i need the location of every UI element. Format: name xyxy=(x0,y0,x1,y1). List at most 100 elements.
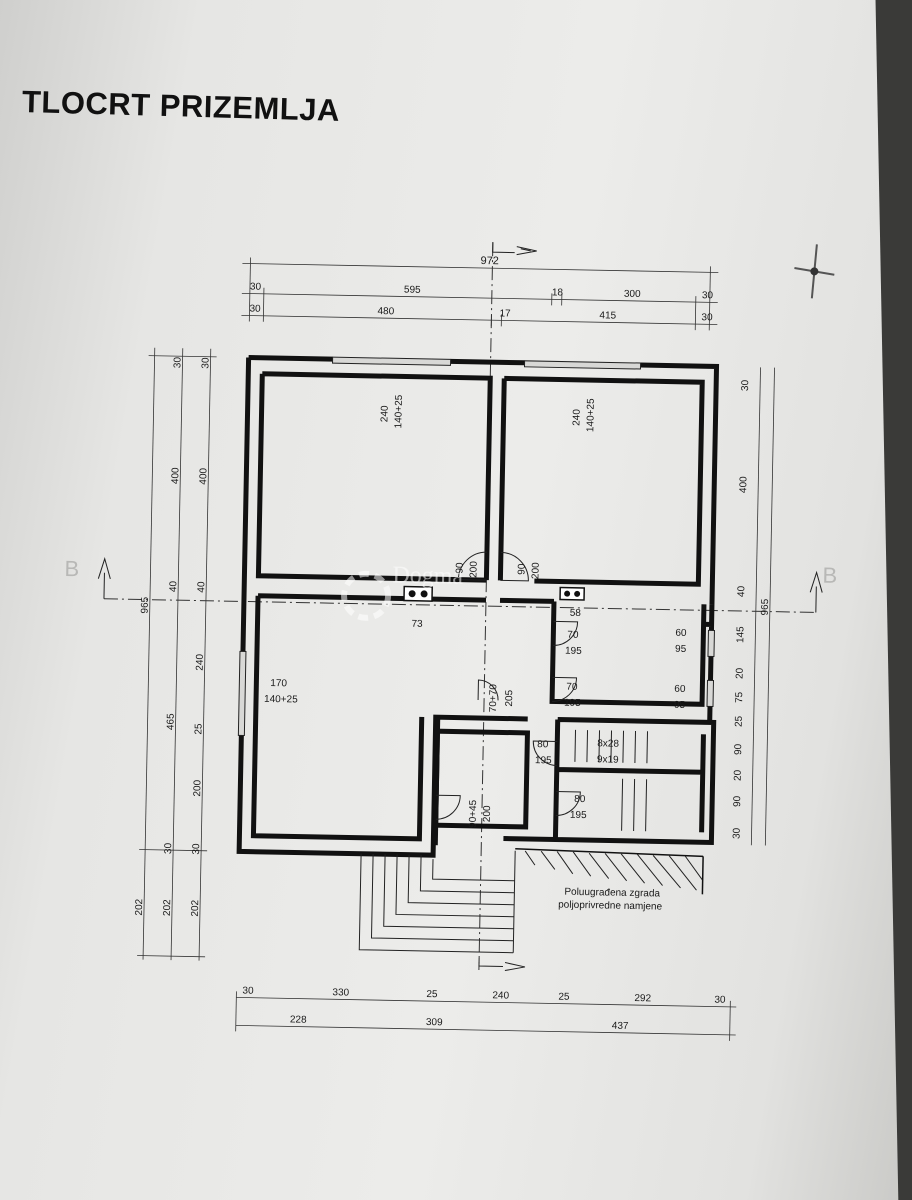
dim-left-a2: 400 xyxy=(170,467,181,484)
label-door-k1-h: 195 xyxy=(565,646,582,657)
label-win-living-h: 140+25 xyxy=(264,694,298,706)
right-dimensions: 965 30 400 40 145 20 75 25 90 20 90 30 xyxy=(731,367,775,846)
dim-left-a4: 465 xyxy=(165,713,176,730)
label-door-room2-h: 200 xyxy=(530,562,541,579)
dim-top-1: 30 xyxy=(250,282,262,293)
label-door-room2-w: 90 xyxy=(516,563,527,575)
label-stairs-risers: 9x19 xyxy=(597,754,619,765)
dim-left-overall: 965 xyxy=(140,596,151,613)
label-door-hall-w: 70+70 xyxy=(488,684,500,713)
dim-right-1: 30 xyxy=(740,379,751,391)
dim-bottom-2: 330 xyxy=(332,987,349,998)
section-label-right: B xyxy=(822,563,837,588)
dim-left-a6: 202 xyxy=(162,899,173,916)
label-door-k2-h: 195 xyxy=(564,698,581,709)
dim-right-3: 40 xyxy=(736,585,747,597)
stairs xyxy=(574,729,649,832)
dim-bottom-10: 437 xyxy=(612,1021,629,1032)
neighbor-note-line1: Poluugrađena zgrada xyxy=(564,887,660,900)
bottom-dimensions: 30 330 25 240 25 292 30 228 309 437 xyxy=(235,986,737,1041)
dim-top-7: 480 xyxy=(377,306,394,317)
dim-bottom-7: 30 xyxy=(714,995,726,1006)
section-arrow-bottom xyxy=(478,958,503,968)
left-dimensions: 965 202 30 400 40 465 30 202 30 400 40 2… xyxy=(134,347,217,961)
dim-top-3: 18 xyxy=(552,287,564,298)
label-door-s1-h: 195 xyxy=(535,755,552,766)
dim-overall-top: 972 xyxy=(480,255,499,267)
dim-bottom-4: 240 xyxy=(492,990,509,1001)
label-stairs-treads: 8x28 xyxy=(597,738,619,749)
dim-left-c: 202 xyxy=(134,898,145,915)
label-misc-58: 58 xyxy=(570,608,582,619)
dim-right-2: 400 xyxy=(738,476,749,493)
label-door-s1-w: 80 xyxy=(537,739,549,750)
dim-left-b2: 400 xyxy=(198,467,209,484)
section-axis-horizontal xyxy=(103,598,816,613)
label-door-k2-w: 70 xyxy=(566,682,578,693)
dim-bottom-9: 309 xyxy=(426,1017,443,1028)
label-door-entry-w: 90+45 xyxy=(468,799,480,828)
section-arrow-right xyxy=(809,570,823,613)
dim-right-5: 20 xyxy=(735,667,746,679)
dim-left-a5: 30 xyxy=(163,842,174,854)
dim-right-7: 25 xyxy=(734,715,745,727)
dim-top-10: 30 xyxy=(701,312,713,323)
section-label-left: B xyxy=(64,556,79,581)
dim-right-10: 90 xyxy=(732,795,743,807)
dim-left-a3: 40 xyxy=(168,580,179,592)
neighbor-note-line2: poljoprivredne namjene xyxy=(558,900,663,913)
dim-right-8: 90 xyxy=(733,743,744,755)
label-door-hall-h: 205 xyxy=(504,689,515,706)
label-door-s2-w: 80 xyxy=(574,794,586,805)
dim-right-9: 20 xyxy=(733,769,744,781)
dim-left-b6: 200 xyxy=(192,779,203,796)
dim-left-b4: 240 xyxy=(195,653,206,670)
dim-bottom-5: 25 xyxy=(558,992,570,1003)
section-arrow-left xyxy=(97,557,111,599)
dim-top-6: 30 xyxy=(249,304,261,315)
dim-left-b3: 40 xyxy=(196,581,207,593)
label-win-k2-h: 95 xyxy=(674,700,686,711)
north-arrow-icon xyxy=(794,244,835,299)
label-win-room1-w: 240 xyxy=(379,405,390,422)
dim-top-5: 30 xyxy=(702,290,714,301)
dim-right-11: 30 xyxy=(731,827,742,839)
watermark-text: Dogma xyxy=(392,562,463,589)
label-win-room2-h: 140+25 xyxy=(585,398,597,432)
top-dimensions: 972 30 595 18 300 30 30 480 17 415 30 xyxy=(241,255,719,331)
window-room2 xyxy=(523,360,642,370)
label-win-room2-w: 240 xyxy=(571,409,582,426)
neighbor-building-hatch xyxy=(515,847,704,895)
label-win-living-w: 170 xyxy=(270,678,287,689)
opening-labels: 240 140+25 240 140+25 170 140+25 90 200 … xyxy=(264,394,687,828)
dim-left-b7: 30 xyxy=(191,843,202,855)
entrance-steps xyxy=(358,850,516,954)
dim-left-b8: 202 xyxy=(190,899,201,916)
window-room1 xyxy=(332,356,452,366)
label-win-k1-w: 60 xyxy=(675,628,687,639)
dim-left-a1: 30 xyxy=(172,356,183,368)
label-door-room1-h: 200 xyxy=(468,561,479,578)
section-arrow-top xyxy=(492,242,515,254)
walls xyxy=(236,355,720,858)
dim-top-9: 415 xyxy=(599,310,616,321)
label-win-k2-w: 60 xyxy=(674,684,686,695)
dim-right-4: 145 xyxy=(735,626,746,643)
label-door-s2-h: 195 xyxy=(570,810,587,821)
window-living xyxy=(237,650,247,737)
stove-icon xyxy=(403,585,586,602)
dim-top-4: 300 xyxy=(624,289,641,300)
dim-top-8: 17 xyxy=(499,308,511,319)
label-door-room1-w: 90 xyxy=(455,562,466,574)
dim-right-6: 75 xyxy=(734,691,745,703)
dim-left-b1: 30 xyxy=(200,357,211,369)
dim-left-b5: 25 xyxy=(193,723,204,735)
dim-bottom-8: 228 xyxy=(290,1014,307,1025)
dim-bottom-3: 25 xyxy=(426,989,438,1000)
window-k2 xyxy=(706,679,715,708)
door-swings xyxy=(435,551,581,820)
label-win-k1-h: 95 xyxy=(675,644,687,655)
label-misc-73: 73 xyxy=(411,619,423,630)
watermark-logo: Dogma xyxy=(341,562,464,621)
